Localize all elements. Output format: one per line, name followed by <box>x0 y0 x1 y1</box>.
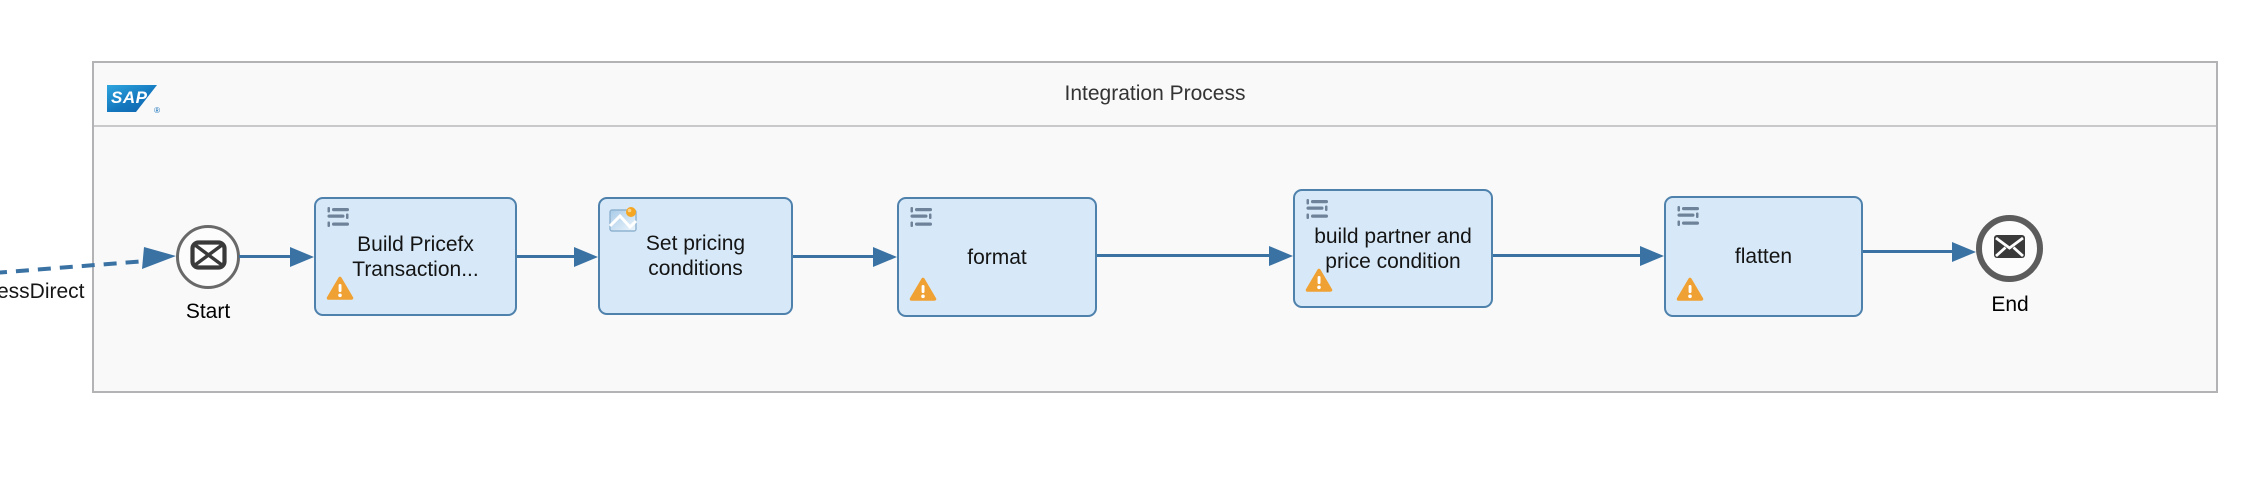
step-label: build partner and price condition <box>1314 224 1472 273</box>
picture-message-icon <box>608 206 641 239</box>
incoming-message-flow-arrow[interactable] <box>0 242 184 284</box>
step-set-pricing-conditions[interactable]: Set pricing conditions <box>598 197 793 315</box>
sap-logo-text: SAP <box>111 88 148 107</box>
sequence-flow-step3-to-step4[interactable] <box>1096 245 1293 266</box>
sequence-flow-step2-to-step3[interactable] <box>792 246 897 267</box>
script-lines-icon <box>325 206 352 235</box>
end-event[interactable] <box>1976 215 2043 282</box>
step-flatten[interactable]: flatten <box>1664 196 1863 317</box>
process-header: SAP ® Integration Process <box>94 63 2216 127</box>
sequence-flow-step5-to-end[interactable] <box>1862 241 1976 262</box>
message-envelope-icon <box>189 239 227 275</box>
sequence-flow-start-to-step1[interactable] <box>239 246 314 267</box>
start-event-label: Start <box>185 300 231 323</box>
script-lines-icon <box>1675 205 1702 234</box>
sender-channel-label: essDirect <box>0 280 85 303</box>
sap-registered-mark: ® <box>154 106 160 115</box>
process-title: Integration Process <box>1064 82 1246 105</box>
step-label: format <box>967 245 1027 269</box>
step-label: flatten <box>1734 245 1793 268</box>
sequence-flow-step1-to-step2[interactable] <box>516 246 598 267</box>
sequence-flow-step4-to-step5[interactable] <box>1492 245 1664 266</box>
warning-badge-icon[interactable] <box>909 277 937 308</box>
warning-badge-icon[interactable] <box>1676 277 1704 308</box>
message-envelope-filled-icon <box>1993 234 2026 264</box>
step-build-partner-and-price-condition[interactable]: build partner and price condition <box>1293 189 1493 308</box>
step-build-pricefx-transaction[interactable]: Build Pricefx Transaction... <box>314 197 517 316</box>
warning-badge-icon[interactable] <box>326 276 354 307</box>
start-event[interactable] <box>176 225 240 289</box>
script-lines-icon <box>908 206 935 235</box>
sap-logo: SAP ® <box>107 85 160 115</box>
end-event-label: End <box>1991 293 2029 316</box>
step-label: Set pricing conditions <box>645 232 746 280</box>
warning-badge-icon[interactable] <box>1305 268 1333 299</box>
script-lines-icon <box>1304 198 1331 227</box>
step-format[interactable]: format <box>897 197 1097 317</box>
step-label: Build Pricefx Transaction... <box>352 232 479 281</box>
